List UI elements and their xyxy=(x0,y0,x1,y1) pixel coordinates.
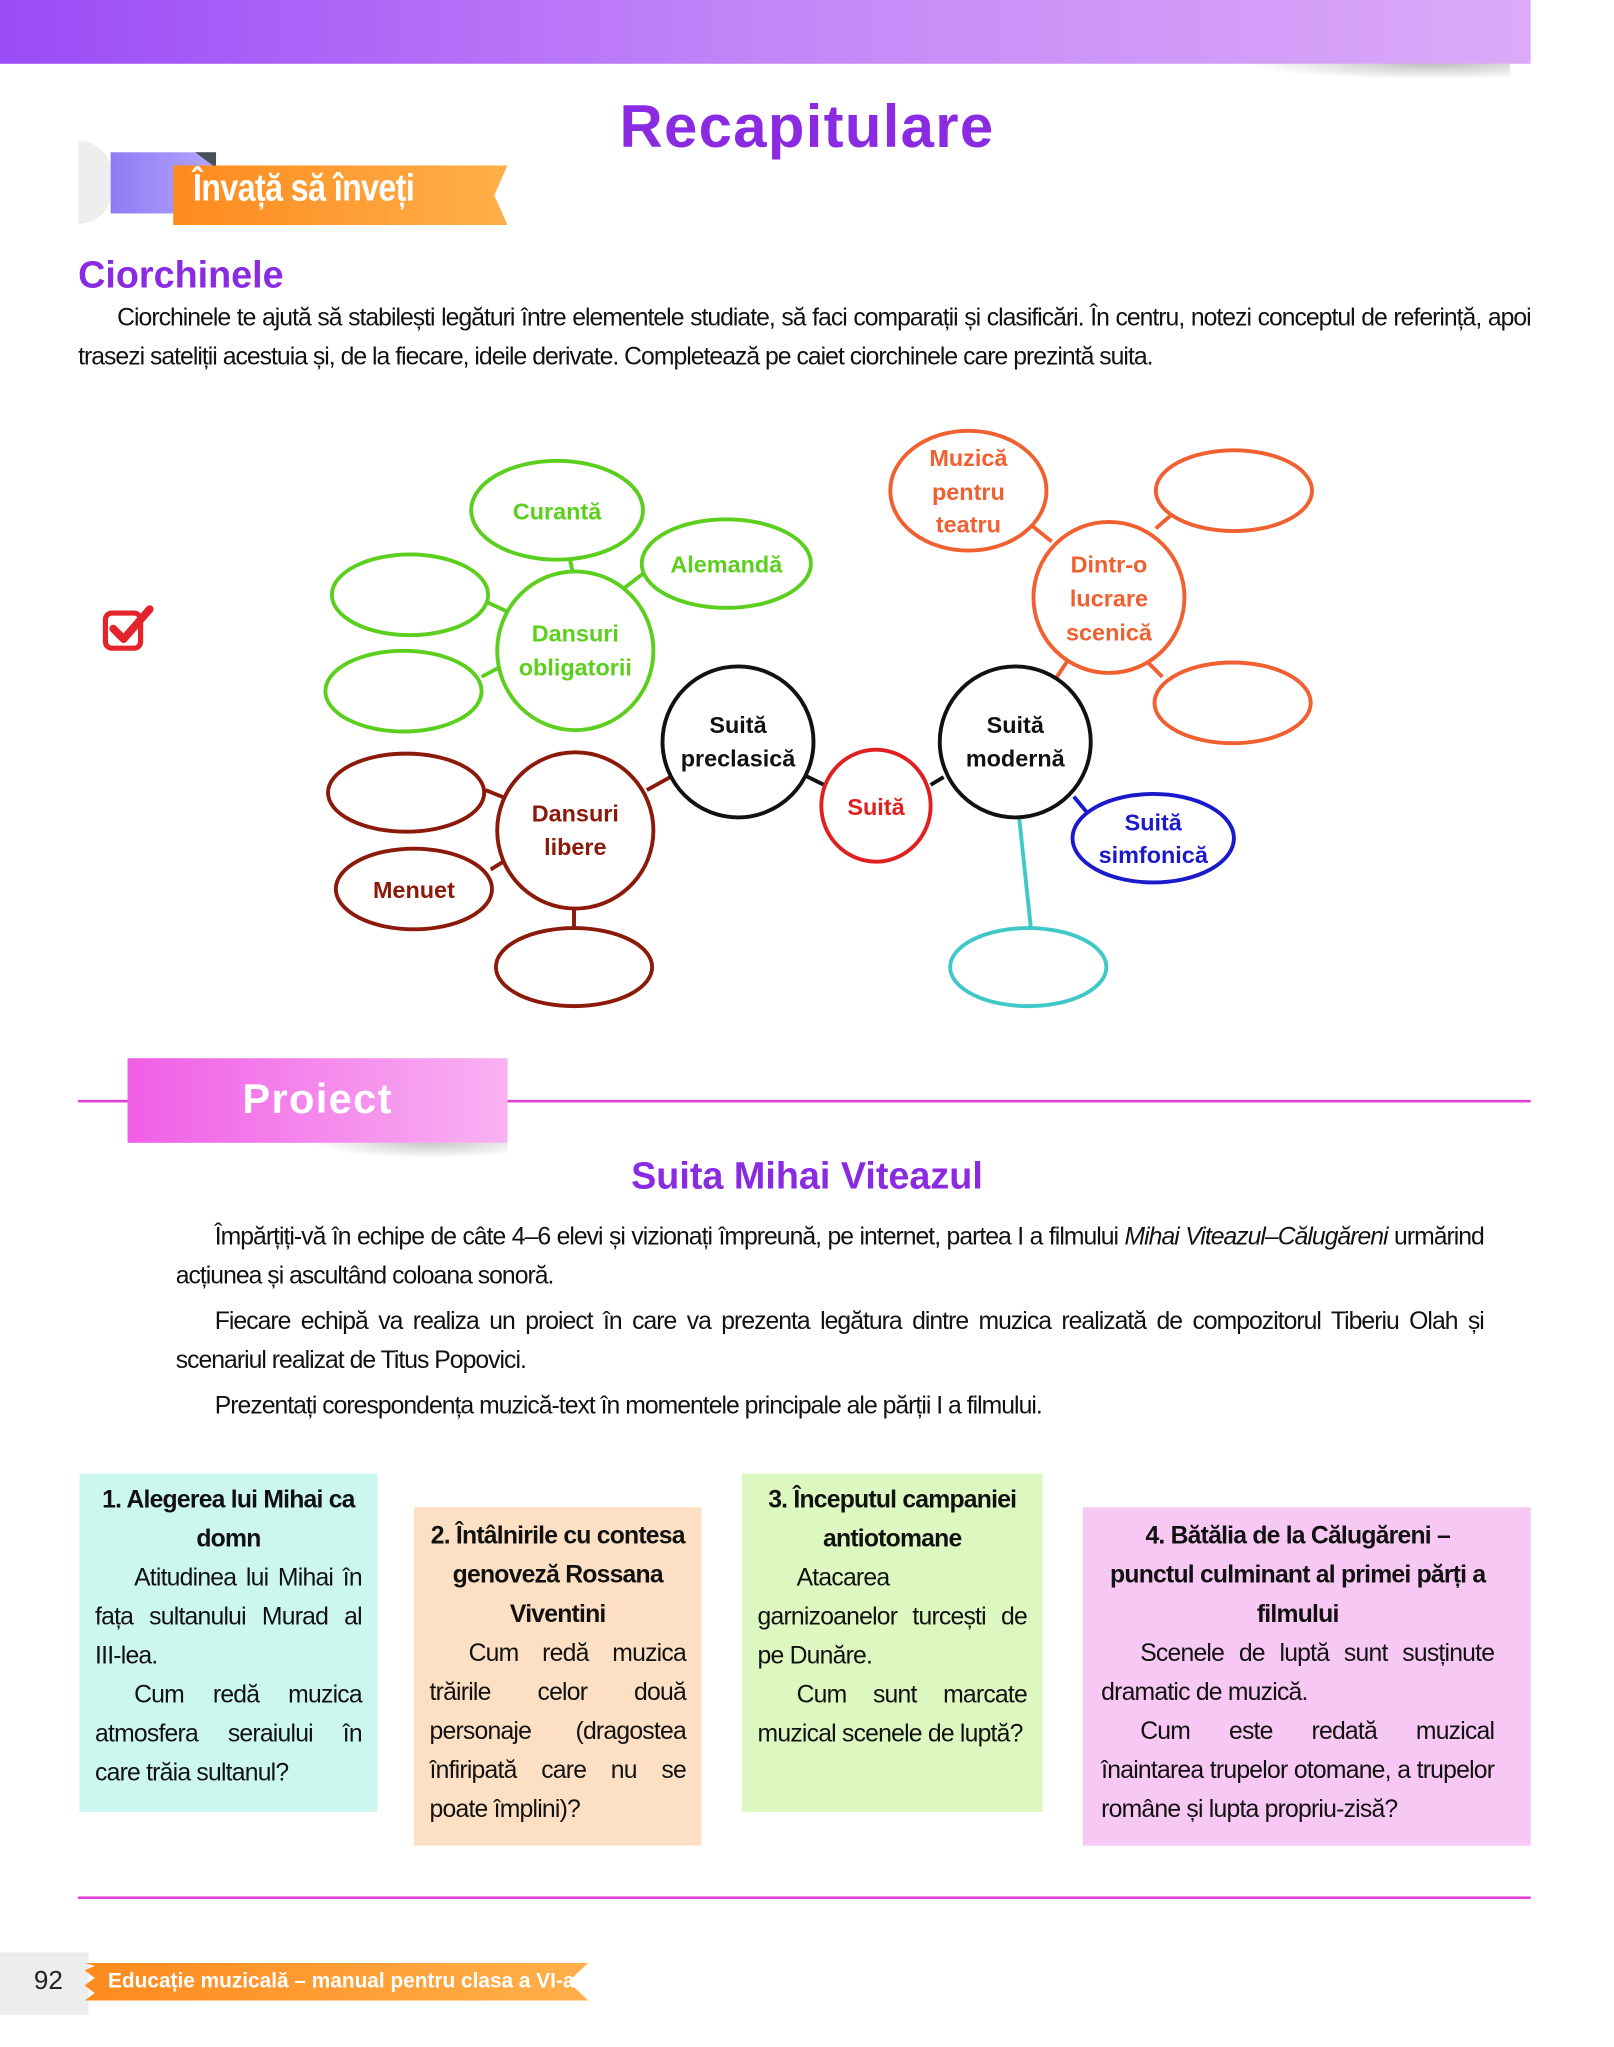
node-dansuri-libere xyxy=(495,750,656,911)
task-card-4: 4. Bătălia de la Călugăreni – punctul cu… xyxy=(1082,1507,1531,1846)
label-dintr-o: Dintr-o xyxy=(1071,552,1148,578)
project-text: Împărțiți-vă în echipe de câte 4–6 elevi… xyxy=(175,1218,1485,1433)
connector-line xyxy=(487,600,509,614)
label-muzica: Muzică xyxy=(929,445,1008,471)
card-question: Cum sunt marcate muzical scenele de lupt… xyxy=(757,1681,1028,1749)
node-suita-moderna xyxy=(937,664,1093,820)
label-preclasica: preclasică xyxy=(681,746,796,772)
connector-line xyxy=(1017,817,1033,929)
empty-node xyxy=(1152,660,1313,746)
empty-node xyxy=(1153,448,1314,534)
bottom-divider xyxy=(78,1896,1531,1900)
label-dansuri: Dansuri xyxy=(532,800,619,826)
card-question: Cum redă muzica trăirile celor două pers… xyxy=(429,1640,687,1824)
text: Împărțiți-vă în echipe de câte 4–6 elevi… xyxy=(214,1223,1125,1251)
card-text: Scenele de luptă sunt susținute dramatic… xyxy=(1101,1640,1495,1707)
label-moderna: modernă xyxy=(966,746,1066,772)
card-title: 3. Începutul campaniei antiotomane xyxy=(768,1486,1017,1553)
node-suita-simfonica xyxy=(1070,792,1236,885)
empty-node xyxy=(948,926,1109,1009)
project-shadow xyxy=(312,1142,508,1159)
label-pentru: pentru xyxy=(932,479,1005,505)
card-text: Atitudinea lui Mihai în fața sultanului … xyxy=(95,1564,363,1670)
section-divider xyxy=(78,1099,1531,1103)
footer-ribbon: Educație muzicală – manual pentru clasa … xyxy=(84,1962,589,2001)
card-title: 1. Alegerea lui Mihai ca domn xyxy=(102,1486,355,1553)
project-label: Proiect xyxy=(242,1075,393,1122)
label-menuet: Menuet xyxy=(373,877,455,903)
connector-line xyxy=(484,788,506,800)
empty-node xyxy=(326,751,487,834)
node-curanta xyxy=(469,458,645,562)
card-question: Cum redă muzica atmosfera seraiului în c… xyxy=(95,1681,363,1788)
label-obligatorii: obligatorii xyxy=(519,655,632,681)
project-paragraph-3: Prezentați corespondența muzică-text în … xyxy=(214,1392,1043,1421)
label-curanta: Curantă xyxy=(513,498,602,524)
card-title: 2. Întâlnirile cu contesa genoveză Rossa… xyxy=(430,1522,686,1629)
connector-line xyxy=(645,775,672,792)
connector-line xyxy=(929,775,945,787)
section-ribbon-label: Învață să înveți xyxy=(193,167,415,210)
intro-paragraph: Ciorchinele te ajută să stabilești legăt… xyxy=(78,304,1532,371)
label-scenica: scenică xyxy=(1066,619,1153,645)
banner-shadow xyxy=(1249,63,1510,80)
checkbox-checked-icon xyxy=(102,605,154,651)
film-title: Mihai Viteazul–Călugăreni xyxy=(1124,1223,1389,1251)
node-menuet xyxy=(333,846,494,932)
task-card-1: 1. Alegerea lui Mihai ca domn Atitudinea… xyxy=(79,1473,378,1812)
project-paragraph-1: Împărțiți-vă în echipe de câte 4–6 elevi… xyxy=(175,1218,1485,1296)
label-simfonica: simfonică xyxy=(1099,842,1209,868)
project-paragraph-2: Fiecare echipă va realiza un proiect în … xyxy=(175,1308,1485,1375)
label-lucrare: lucrare xyxy=(1070,586,1148,612)
book-title: Educație muzicală – manual pentru clasa … xyxy=(108,1970,575,1993)
section-ribbon: Învață să înveți xyxy=(173,165,508,226)
task-card-3: 3. Începutul campaniei antiotomane Ataca… xyxy=(741,1473,1043,1812)
label-suita-center: Suită xyxy=(847,794,905,820)
node-dansuri-obligatorii xyxy=(495,569,656,733)
text: urmărind acțiunea și ascultând coloana s… xyxy=(175,1223,1485,1290)
section-heading: Ciorchinele xyxy=(78,255,284,297)
label-suita: Suită xyxy=(987,712,1045,738)
node-dintr-o-lucrare-scenica xyxy=(1031,519,1187,675)
empty-node xyxy=(329,552,491,638)
connector-line xyxy=(1030,524,1053,543)
project-label-box: Proiect xyxy=(127,1058,508,1143)
node-suita xyxy=(819,747,933,864)
card-title: 4. Bătălia de la Călugăreni – punctul cu… xyxy=(1110,1522,1486,1629)
node-suita-preclasica xyxy=(660,664,816,820)
banner-fold xyxy=(195,152,217,168)
node-muzica-pentru-teatru xyxy=(888,428,1049,553)
page-number-tab xyxy=(0,1952,89,2015)
page-number: 92 xyxy=(33,1966,63,1996)
page-title: Recapitulare xyxy=(619,92,995,161)
connector-line xyxy=(620,571,646,592)
label-suita: Suită xyxy=(1125,809,1183,835)
top-banner xyxy=(0,0,1531,64)
label-suita: Suită xyxy=(709,712,767,738)
empty-node xyxy=(493,926,655,1009)
connector-line xyxy=(1055,660,1069,678)
connector-line xyxy=(1072,795,1089,814)
label-teatru: teatru xyxy=(936,511,1001,537)
label-libere: libere xyxy=(544,834,606,860)
node-alemanda xyxy=(639,517,813,610)
project-title: Suita Mihai Viteazul xyxy=(631,1155,983,1198)
label-dansuri: Dansuri xyxy=(532,621,619,647)
label-alemanda: Alemandă xyxy=(670,552,783,578)
mind-map-diagram: Curantă Alemandă Dansuri obligatorii Sui… xyxy=(323,428,1314,1009)
card-text: Atacarea garnizoanelor turcești de pe Du… xyxy=(757,1564,1028,1670)
empty-node xyxy=(323,648,484,734)
card-question: Cum este redată muzical înaintarea trupe… xyxy=(1101,1718,1495,1824)
task-card-2: 2. Întâlnirile cu contesa genoveză Rossa… xyxy=(413,1507,702,1846)
